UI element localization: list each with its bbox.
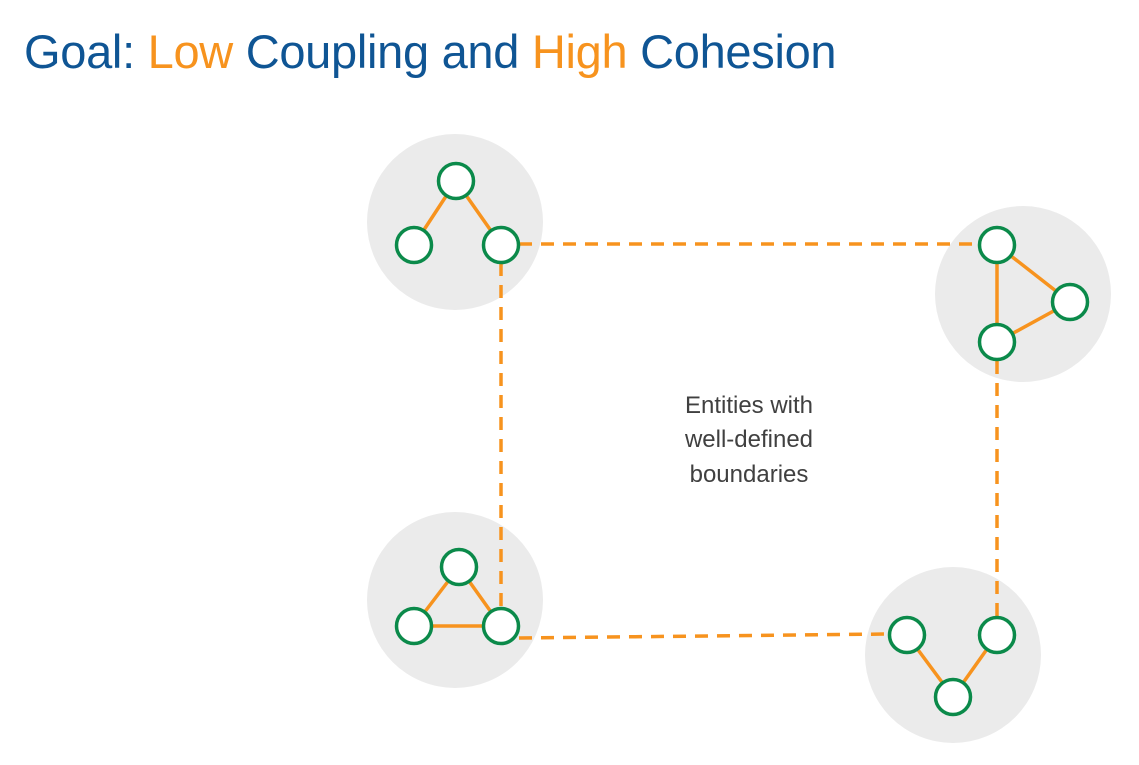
title-coupling-and: Coupling and — [232, 25, 532, 78]
entity-node — [439, 547, 479, 587]
title-cohesion: Cohesion — [627, 25, 837, 78]
cluster-background — [865, 567, 1041, 743]
entity-node — [481, 225, 521, 265]
caption-line-3: boundaries — [690, 461, 809, 488]
entity-node — [481, 606, 521, 646]
caption-line-1: Entities with — [685, 392, 813, 419]
coupling-link-dashed — [518, 632, 890, 640]
entity-node — [887, 615, 927, 655]
title-low: Low — [147, 25, 234, 78]
entity-node — [1050, 282, 1090, 322]
entity-node — [977, 615, 1017, 655]
slide-title: Goal: Low Coupling and High Cohesion — [24, 24, 837, 79]
entity-node — [394, 606, 434, 646]
entity-node — [977, 225, 1017, 265]
entity-node — [933, 677, 973, 717]
title-high: High — [531, 25, 628, 78]
entity-node — [977, 322, 1017, 362]
entity-node — [394, 225, 434, 265]
cluster-background — [367, 134, 543, 310]
cluster-background — [367, 512, 543, 688]
caption-line-2: well-defined — [684, 426, 813, 453]
entity-node — [436, 161, 476, 201]
title-prefix: Goal: — [24, 25, 148, 78]
